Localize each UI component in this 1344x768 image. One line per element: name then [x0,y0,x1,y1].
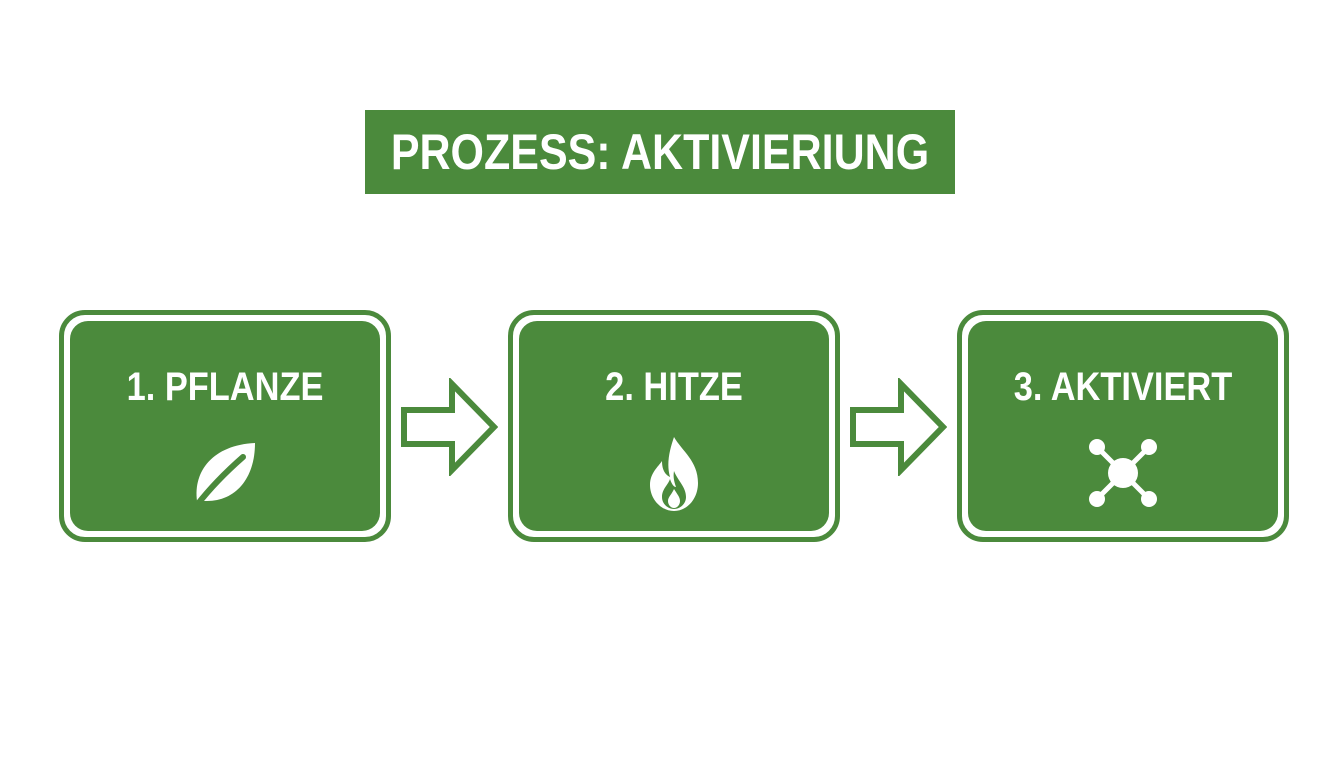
step-box-inner: 1. PFLANZE [70,321,380,531]
arrow-right-icon [850,378,947,476]
leaf-icon [194,443,255,508]
step-box-inner: 3. AKTIVIERT [968,321,1278,531]
step-box-pflanze: 1. PFLANZE [59,310,391,542]
step-label: 3. AKTIVIERT [1013,365,1233,409]
network-nodes-icon [1089,439,1157,507]
arrow-right-icon [401,378,498,476]
step-box-aktiviert: 3. AKTIVIERT [957,310,1289,542]
step-box-hitze: 2. HITZE [508,310,840,542]
title-banner: PROZESS: AKTIVIERIUNG [365,110,955,194]
step-label: 2. HITZE [605,365,743,409]
step-box-inner: 2. HITZE [519,321,829,531]
diagram-title: PROZESS: AKTIVIERIUNG [390,124,930,180]
step-label: 1. PFLANZE [126,365,324,409]
flame-icon [650,437,698,511]
